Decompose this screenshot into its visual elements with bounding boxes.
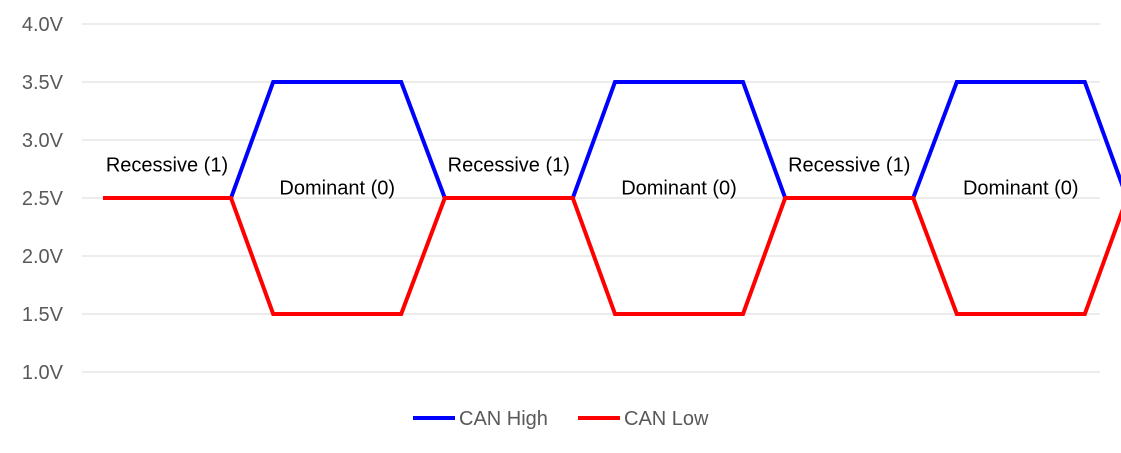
y-tick-label: 1.5V xyxy=(22,304,64,326)
annotation-recessive: Recessive (1) xyxy=(106,154,228,176)
series-line-can-high xyxy=(103,80,1121,200)
series-layer xyxy=(103,80,1121,316)
grid-layer xyxy=(82,23,1100,373)
legend-label-can-high: CAN High xyxy=(459,408,548,430)
y-tick-label: 3.0V xyxy=(22,130,64,152)
y-tick-label: 2.5V xyxy=(22,188,64,210)
annotation-dominant: Dominant (0) xyxy=(963,178,1079,200)
y-tick-label: 3.5V xyxy=(22,72,64,94)
annotation-dominant: Dominant (0) xyxy=(279,178,395,200)
y-tick-label: 2.0V xyxy=(22,246,64,268)
legend: CAN High CAN Low xyxy=(413,408,709,430)
legend-label-can-low: CAN Low xyxy=(624,408,709,430)
y-tick-label: 4.0V xyxy=(22,14,64,36)
annotation-dominant: Dominant (0) xyxy=(621,178,737,200)
y-tick-label: 1.0V xyxy=(22,362,64,384)
annotation-recessive: Recessive (1) xyxy=(448,154,570,176)
y-axis-ticks: 1.0V 1.5V 2.0V 2.5V 3.0V 3.5V 4.0V xyxy=(22,14,64,384)
annotation-layer: Recessive (1) Dominant (0) Recessive (1) Do… xyxy=(106,154,1079,199)
series-line-can-low xyxy=(103,196,1121,316)
annotation-recessive: Recessive (1) xyxy=(788,154,910,176)
